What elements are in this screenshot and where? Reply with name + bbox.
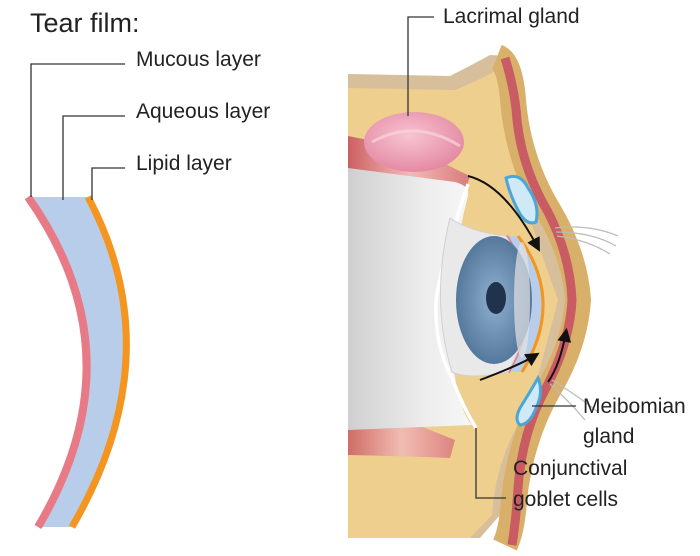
eyelashes — [549, 226, 619, 421]
aqueous-layer-label: Aqueous layer — [136, 100, 270, 123]
lacrimal-gland-shape — [364, 112, 464, 172]
layer-leader-lines — [30, 63, 125, 200]
lacrimal-leader — [407, 16, 434, 116]
eye-cross-section — [348, 44, 619, 551]
pupil-shape — [486, 282, 506, 314]
lipid-leader — [91, 167, 125, 200]
lipid-flow-arrow — [547, 327, 572, 383]
aqueous-leader — [62, 115, 125, 200]
goblet-leader — [475, 428, 506, 499]
lacrimal-gland-label: Lacrimal gland — [443, 5, 580, 28]
tear-flow-arrow-upper — [467, 175, 540, 252]
cornea-aqueous — [506, 236, 544, 372]
meibomian-gland-label-line2: gland — [583, 425, 634, 448]
lipid-layer-label: Lipid layer — [136, 152, 232, 175]
mucous-layer-label: Mucous layer — [136, 48, 261, 71]
eye-leader-lines — [407, 16, 576, 499]
tear-film-strip — [24, 194, 130, 530]
lower-meibomian-gland — [515, 374, 543, 427]
aqueous-layer-shape — [28, 197, 127, 527]
tear-flow-arrow-lower — [479, 352, 540, 381]
mucous-leader — [30, 63, 125, 197]
goblet-cells-label-line1: Conjunctival — [513, 457, 627, 480]
upper-meibomian-gland — [504, 174, 539, 225]
eyeball-sclera — [348, 168, 472, 430]
diagram-title: Tear film: — [30, 8, 140, 38]
meibomian-gland-label-line1: Meibomian — [583, 395, 686, 418]
mucous-layer-shape — [24, 194, 91, 530]
eyelid-muscle — [500, 56, 577, 546]
goblet-cells-label-line2: goblet cells — [513, 488, 618, 511]
lipid-layer-shape — [68, 195, 130, 529]
